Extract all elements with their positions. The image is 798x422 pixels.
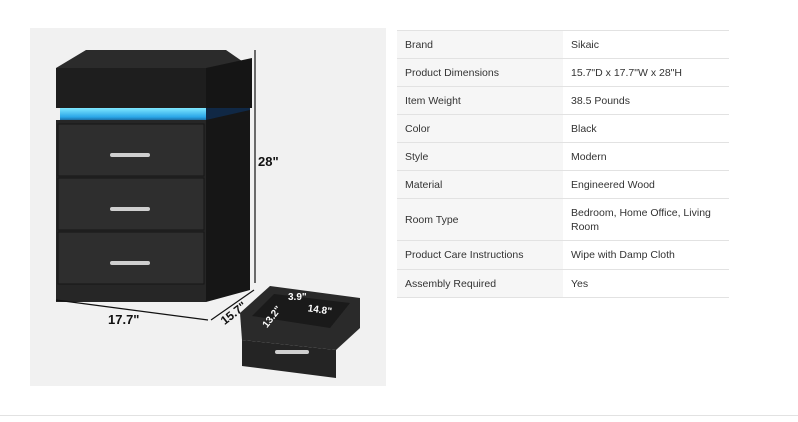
spec-row-dimensions: Product Dimensions 15.7"D x 17.7"W x 28"… (397, 58, 729, 87)
spec-row-material: Material Engineered Wood (397, 170, 729, 199)
spec-row-room-type: Room Type Bedroom, Home Office, Living R… (397, 198, 729, 241)
spec-row-brand: Brand Sikaic (397, 30, 729, 59)
spec-value: 15.7"D x 17.7"W x 28"H (563, 58, 729, 87)
section-divider (0, 415, 798, 416)
spec-value: Modern (563, 142, 729, 171)
drawer-width-label: 14.8" (307, 303, 333, 317)
spec-value: Yes (563, 269, 729, 298)
spec-value: 38.5 Pounds (563, 86, 729, 115)
spec-value: Bedroom, Home Office, Living Room (563, 198, 729, 241)
product-specifications-table: Brand Sikaic Product Dimensions 15.7"D x… (397, 30, 729, 298)
spec-label: Item Weight (397, 86, 563, 115)
spec-row-care: Product Care Instructions Wipe with Damp… (397, 240, 729, 270)
spec-value: Wipe with Damp Cloth (563, 240, 729, 270)
spec-row-color: Color Black (397, 114, 729, 143)
spec-label: Room Type (397, 198, 563, 241)
drawer-height-label: 3.9" (288, 292, 307, 303)
spec-row-style: Style Modern (397, 142, 729, 171)
spec-label: Product Dimensions (397, 58, 563, 87)
width-dimension-label: 17.7" (108, 312, 139, 327)
spec-value: Engineered Wood (563, 170, 729, 199)
spec-value: Black (563, 114, 729, 143)
spec-label: Style (397, 142, 563, 171)
spec-label: Color (397, 114, 563, 143)
spec-row-assembly: Assembly Required Yes (397, 269, 729, 298)
product-image[interactable]: 28" 17.7" 15.7" 13.2" 3.9" 14.8" (30, 28, 386, 386)
spec-label: Product Care Instructions (397, 240, 563, 270)
spec-value: Sikaic (563, 30, 729, 59)
spec-label: Assembly Required (397, 269, 563, 298)
spec-label: Brand (397, 30, 563, 59)
dresser-illustration: 28" 17.7" 15.7" 13.2" 3.9" 14.8" (55, 50, 360, 378)
spec-row-weight: Item Weight 38.5 Pounds (397, 86, 729, 115)
height-dimension-label: 28" (258, 154, 279, 169)
spec-label: Material (397, 170, 563, 199)
